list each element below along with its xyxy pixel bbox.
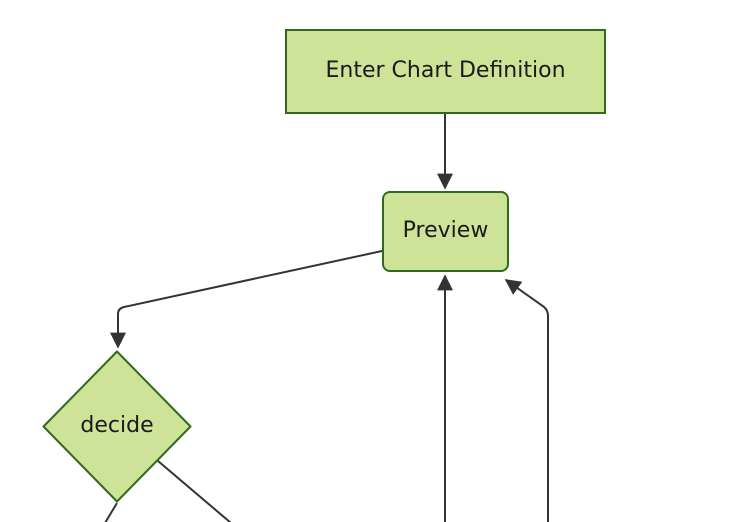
node-preview: Preview <box>382 191 509 272</box>
node-enter-chart-definition: Enter Chart Definition <box>285 29 606 114</box>
node-decide: decide <box>42 350 192 503</box>
edge-decide-branch-left <box>104 502 118 522</box>
diamond-shape <box>42 350 192 503</box>
node-decide-label: decide <box>80 413 154 439</box>
edge-preview-to-decide <box>110 250 383 349</box>
node-preview-label: Preview <box>402 218 489 244</box>
node-enter-chart-definition-label: Enter Chart Definition <box>325 58 566 84</box>
edge-return-right <box>504 279 549 522</box>
edge-decide-branch-right <box>157 460 232 522</box>
